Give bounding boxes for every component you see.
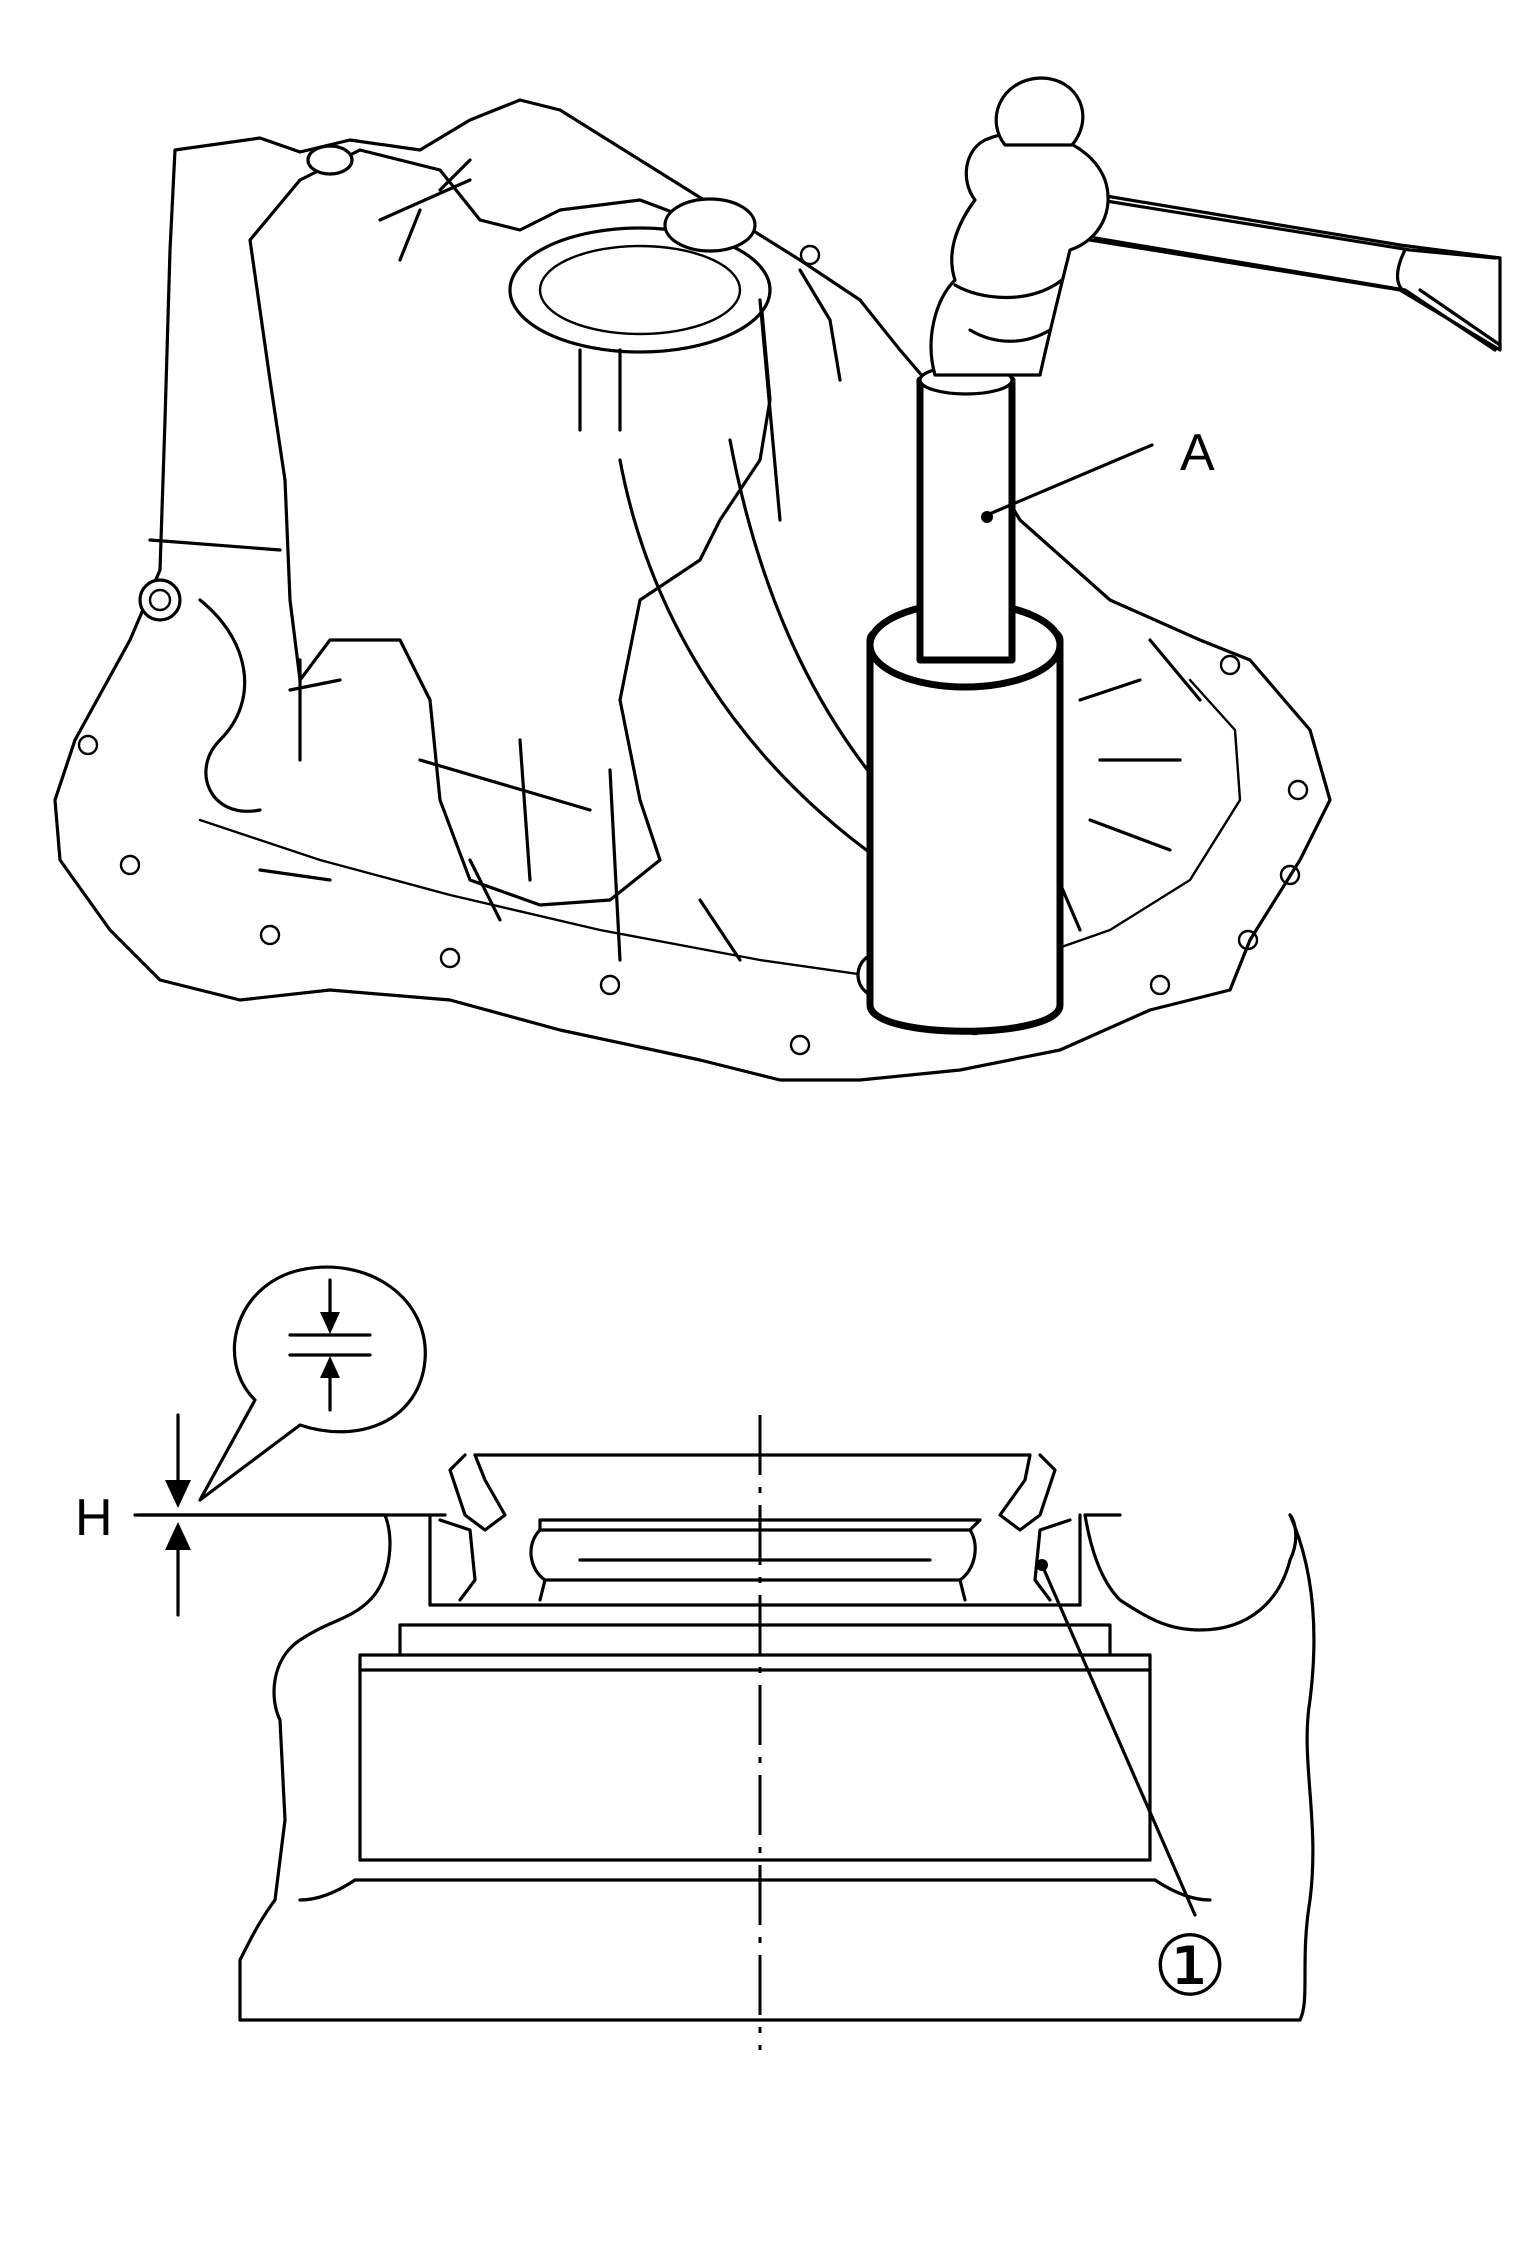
hammer <box>929 76 1502 377</box>
leader-dot-a <box>981 511 993 523</box>
leader-line-a <box>985 443 1154 517</box>
seal-section <box>138 1415 1316 2050</box>
part-1-callout: ① <box>1036 1559 1228 2013</box>
label-a-callout: A <box>981 424 1215 523</box>
dimension-h: H <box>75 1413 447 1617</box>
label-a: A <box>1180 424 1215 482</box>
installer-tool <box>866 364 1064 1035</box>
detail-bubble <box>198 1265 427 1502</box>
label-part-1: ① <box>1152 1919 1227 2013</box>
leader-line-1 <box>1040 1563 1197 1917</box>
label-h: H <box>75 1489 113 1547</box>
